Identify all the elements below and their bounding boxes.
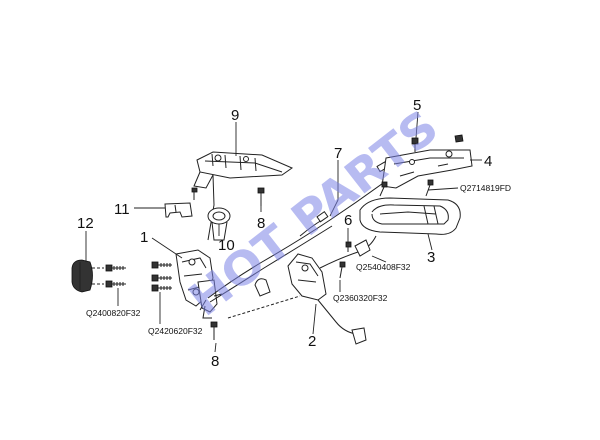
callout-6: 6 <box>344 212 352 229</box>
callout-9: 9 <box>231 107 239 124</box>
callout-1: 1 <box>140 229 148 246</box>
screw-icon <box>339 261 346 279</box>
screw-icon <box>345 241 352 252</box>
screw-icon <box>425 179 434 197</box>
screw-icon <box>379 181 388 197</box>
callout-11: 11 <box>114 201 130 218</box>
callout-4: 4 <box>484 153 492 170</box>
pin-icon <box>191 187 198 200</box>
part-code-q2420620f32: Q2420620F32 <box>148 326 203 336</box>
callout-7: 7 <box>334 145 342 162</box>
screws-q2420620f32 <box>151 261 172 292</box>
part-2-lower-latch <box>227 253 367 345</box>
screw-icon <box>105 280 126 288</box>
part-6-rod <box>319 235 377 269</box>
part-12-striker <box>71 259 126 293</box>
callout-2: 2 <box>308 333 316 350</box>
part-4-bracket <box>381 149 473 189</box>
part-code-q2714819fd: Q2714819FD <box>460 183 511 193</box>
screw-icon <box>151 261 172 269</box>
part-1-latch-assembly <box>175 249 218 319</box>
bolt-icon <box>454 134 464 143</box>
leader-lines <box>85 111 482 353</box>
callout-12: 12 <box>77 215 94 232</box>
part-10-bezel <box>207 207 231 241</box>
part-code-q2400820f32: Q2400820F32 <box>86 308 141 318</box>
part-9-handle-bracket <box>193 151 294 241</box>
screw-icon <box>151 274 172 282</box>
screw-icon <box>105 264 126 272</box>
part-code-q2360320f32: Q2360320F32 <box>333 293 388 303</box>
part-code-q2540408f32: Q2540408F32 <box>356 262 411 272</box>
part-11-clip <box>164 202 193 218</box>
bolt-icon <box>210 321 218 340</box>
callout-3: 3 <box>427 249 435 266</box>
callout-5: 5 <box>413 97 421 114</box>
screw-icon <box>151 284 172 292</box>
callout-10: 10 <box>218 237 235 254</box>
callout-8-upper: 8 <box>257 215 265 232</box>
part-3-inner-handle <box>359 197 461 235</box>
bolt-icon <box>257 187 265 206</box>
callout-8-lower: 8 <box>211 353 219 370</box>
bolt-icon <box>411 137 419 152</box>
